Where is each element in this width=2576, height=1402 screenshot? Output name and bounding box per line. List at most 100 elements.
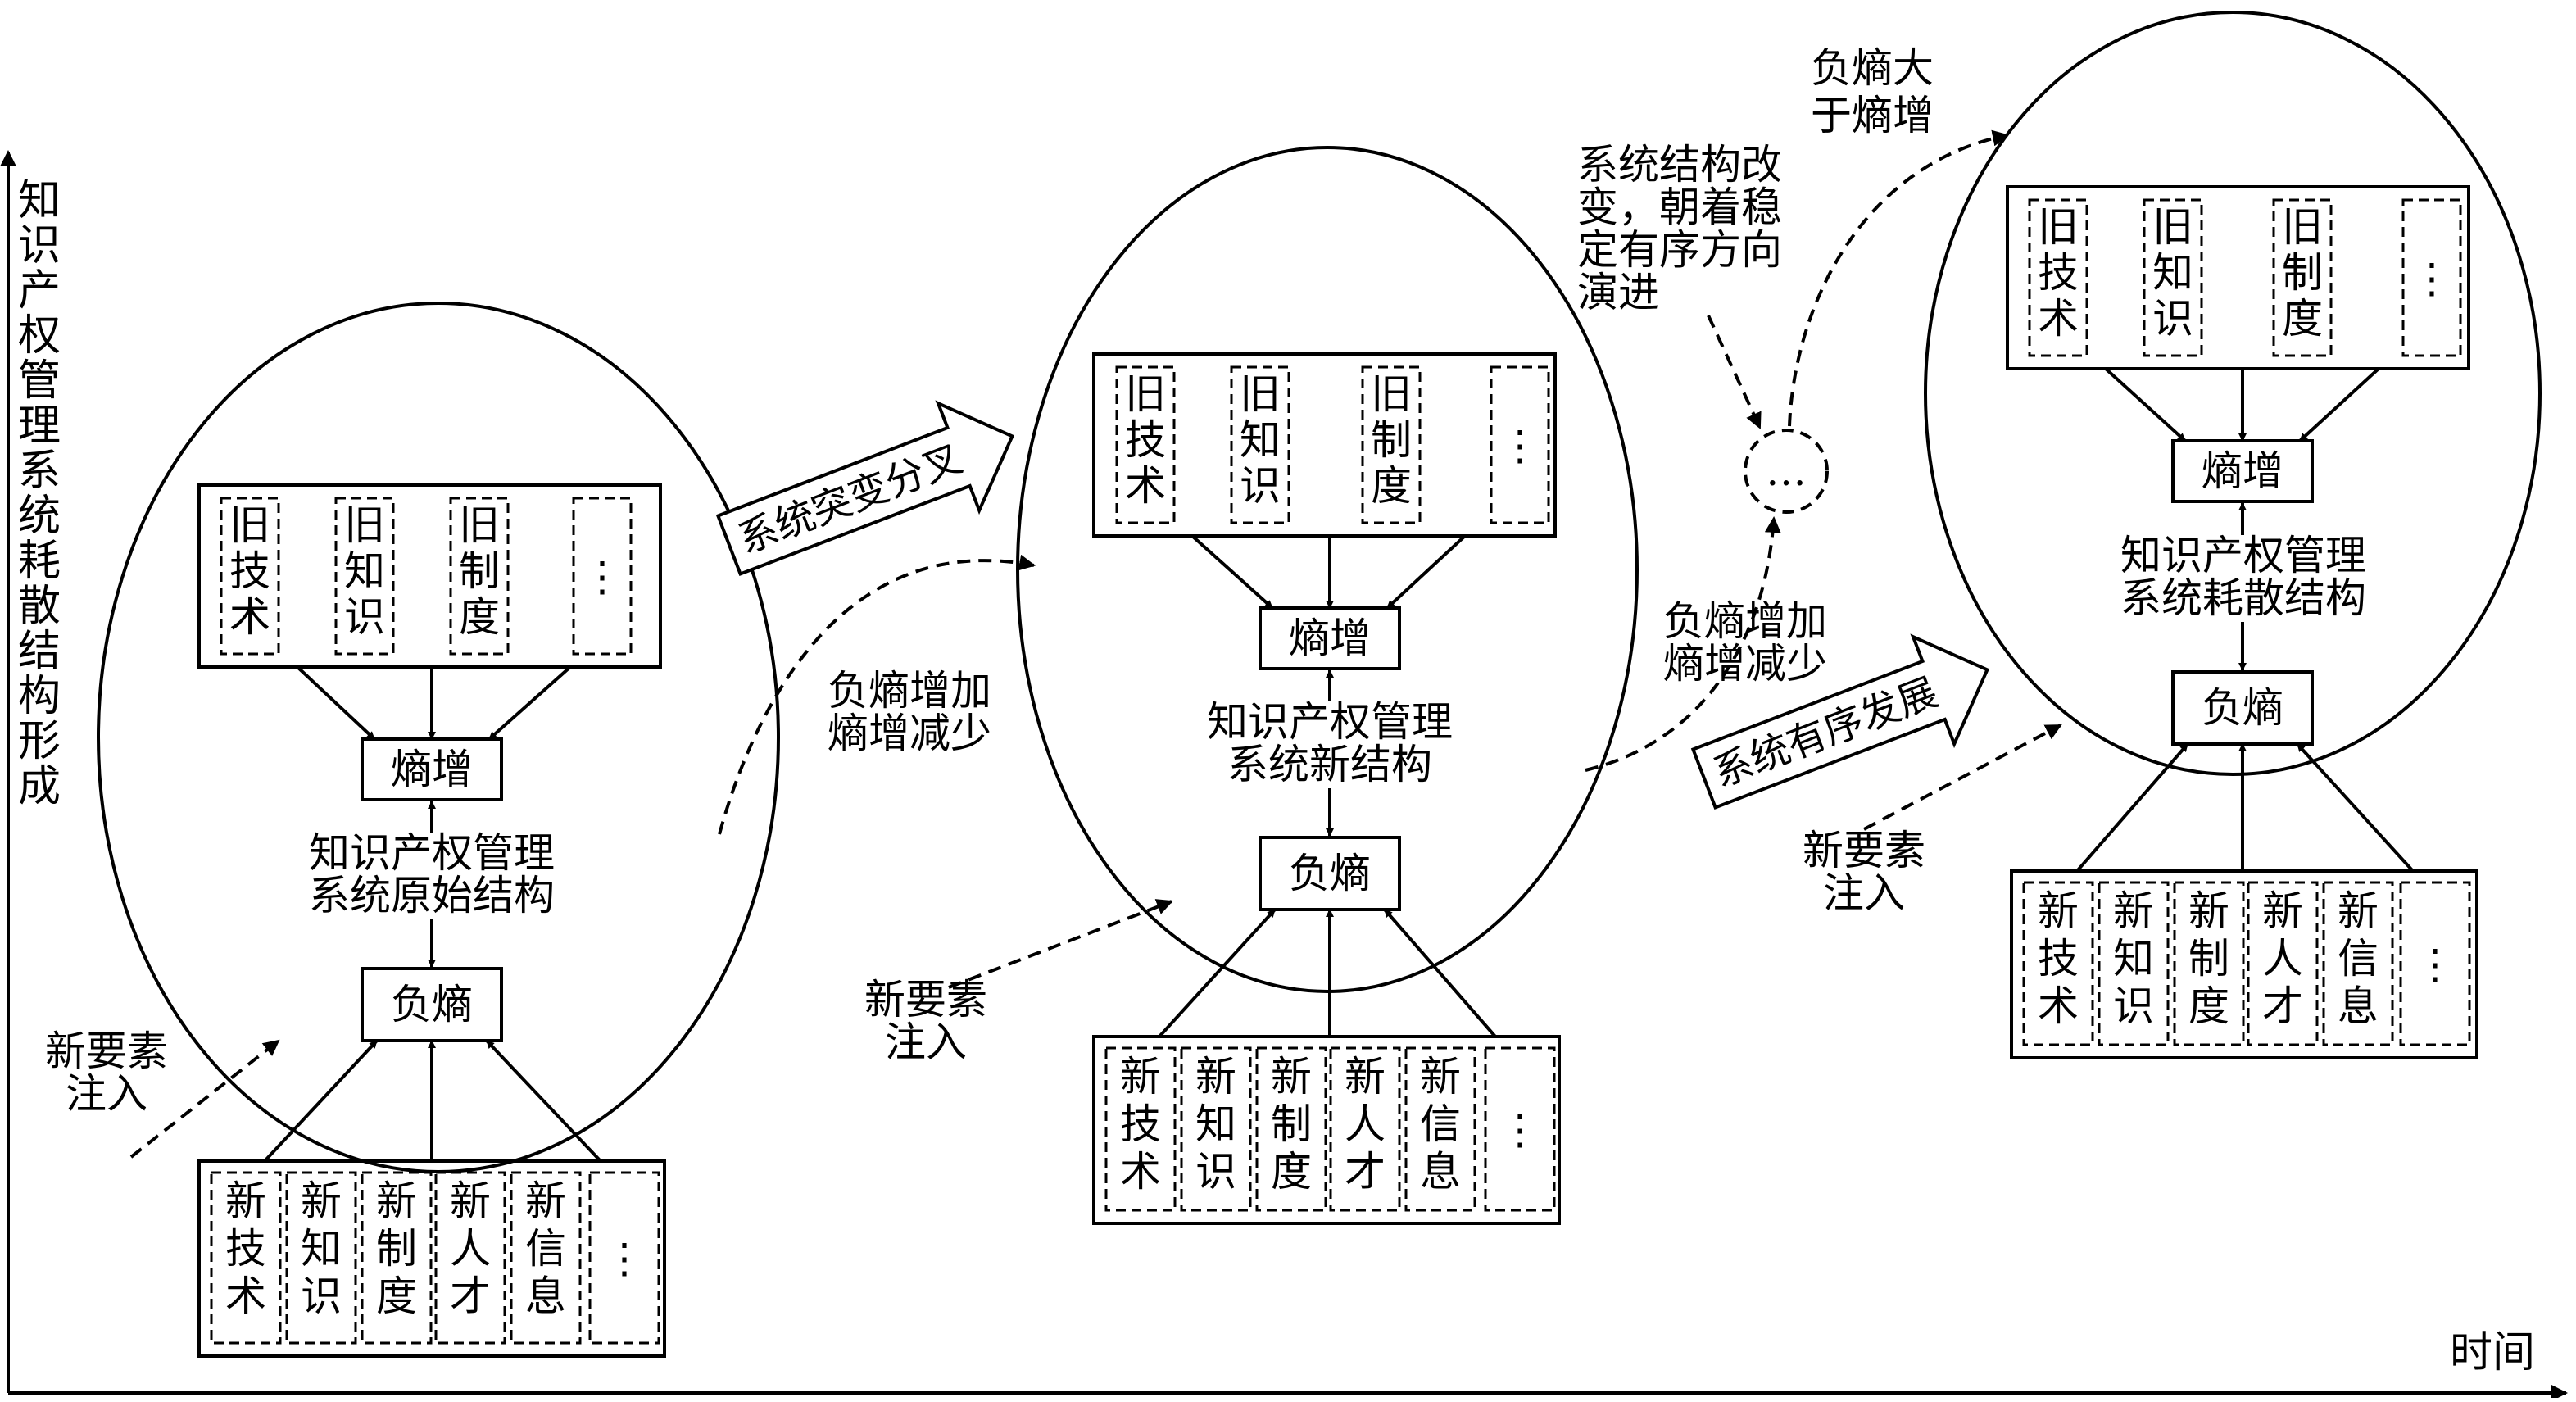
negative-entropy-box bbox=[2171, 670, 2314, 746]
new-item-box bbox=[434, 1171, 506, 1345]
y-axis-char: 识 bbox=[18, 221, 61, 270]
negative-entropy-box bbox=[1259, 836, 1401, 911]
structure-change-label-line: 变，朝着稳 bbox=[1577, 184, 1782, 231]
structure-name: 系统耗散结构 bbox=[2120, 574, 2366, 622]
structure-change-label-line: 演进 bbox=[1577, 269, 1659, 316]
y-axis-char: 产 bbox=[18, 266, 61, 315]
old-item-box bbox=[334, 497, 395, 656]
final-label-line: 于熵增 bbox=[1811, 92, 1934, 139]
structure-name: 知识产权管理 bbox=[2120, 532, 2366, 579]
old-item-box bbox=[1115, 365, 1176, 524]
new-item-box bbox=[1404, 1046, 1476, 1212]
new-item-char: 技 bbox=[1120, 1100, 1161, 1148]
old-item-char: 度 bbox=[2282, 295, 2323, 343]
entropy-increase-label: 熵增 bbox=[2202, 447, 2283, 495]
second-curve-label-line: 熵增减少 bbox=[1663, 640, 1827, 687]
old-item-char: 术 bbox=[229, 593, 270, 641]
new-item-char: 信 bbox=[2338, 935, 2379, 982]
old-item-char: 旧 bbox=[2152, 203, 2193, 251]
new-item-char: 才 bbox=[1345, 1148, 1386, 1196]
new-item-box bbox=[2399, 881, 2471, 1046]
old-item-char: 度 bbox=[459, 593, 500, 641]
arrow-old-to-entropy bbox=[1386, 534, 1467, 610]
old-item-box bbox=[2028, 198, 2088, 357]
entropy-increase-label: 熵增 bbox=[391, 746, 473, 793]
new-item-char: 知 bbox=[1195, 1100, 1236, 1148]
old-item-char: 旧 bbox=[1240, 370, 1281, 418]
old-item-text: ⋮ bbox=[1499, 422, 1540, 470]
structure-name: 知识产权管理 bbox=[309, 829, 555, 877]
new-item-char: 才 bbox=[450, 1273, 491, 1320]
new-item-box bbox=[2022, 881, 2094, 1046]
structure-name: 系统原始结构 bbox=[309, 872, 555, 919]
old-item-text: ⋮ bbox=[2411, 255, 2452, 302]
injection-label: 新要素 bbox=[1803, 827, 1925, 874]
new-item-char: 知 bbox=[301, 1225, 342, 1273]
old-item-char: 旧 bbox=[2038, 203, 2079, 251]
new-item-box bbox=[588, 1171, 660, 1345]
new-item-box bbox=[1484, 1046, 1556, 1212]
final-label-line: 负熵大 bbox=[1811, 44, 1934, 92]
y-axis-char: 结 bbox=[18, 627, 61, 676]
y-axis-char: 耗 bbox=[18, 537, 61, 586]
injection-label: 新要素 bbox=[45, 1028, 168, 1075]
new-item-char: 息 bbox=[525, 1273, 566, 1320]
old-item-char: 旧 bbox=[1125, 370, 1166, 418]
new-item-box bbox=[1255, 1046, 1327, 1212]
arrow-new-to-negentropy bbox=[263, 1039, 379, 1163]
injection-label: 新要素 bbox=[864, 976, 987, 1023]
injection-label: 注入 bbox=[66, 1070, 147, 1118]
new-item-box bbox=[2098, 881, 2170, 1046]
injection-arrow bbox=[948, 899, 1173, 989]
arrow-old-to-entropy bbox=[296, 665, 376, 741]
injection-arrow bbox=[1863, 724, 2062, 831]
new-item-box bbox=[2322, 881, 2394, 1046]
old-item-box bbox=[220, 497, 280, 656]
first-curve-label-line: 熵增减少 bbox=[828, 710, 991, 757]
arrow-new-to-negentropy bbox=[1383, 908, 1497, 1038]
old-item-box bbox=[1490, 365, 1550, 524]
old-item-text: ⋮ bbox=[582, 553, 623, 601]
structure-name: 知识产权管理 bbox=[1207, 698, 1453, 746]
new-item-char: 新 bbox=[1345, 1053, 1386, 1100]
new-item-char: 制 bbox=[1271, 1100, 1312, 1148]
arrow-old-to-entropy bbox=[488, 665, 572, 741]
new-item-box bbox=[285, 1171, 357, 1345]
new-item-char: 信 bbox=[1420, 1100, 1461, 1148]
injection-arrow bbox=[129, 1039, 280, 1159]
new-item-char: 息 bbox=[2338, 982, 2379, 1030]
injection-label: 注入 bbox=[885, 1019, 967, 1066]
negative-entropy-label: 负熵 bbox=[2202, 684, 2283, 732]
old-item-box bbox=[2143, 198, 2203, 357]
first-curve-label-line: 负熵增加 bbox=[828, 667, 991, 715]
old-item-char: 术 bbox=[2038, 295, 2079, 343]
old-item-char: 技 bbox=[1125, 416, 1166, 464]
new-item-char: 人 bbox=[1345, 1100, 1386, 1148]
new-item-box bbox=[361, 1171, 433, 1345]
new-item-char: 技 bbox=[2038, 935, 2079, 982]
new-item-text: ⋮ bbox=[604, 1235, 645, 1282]
stage-3-ellipse bbox=[1924, 11, 2542, 776]
new-item-char: 识 bbox=[1195, 1148, 1236, 1196]
negative-entropy-label: 负熵 bbox=[391, 981, 473, 1028]
old-item-box bbox=[1361, 365, 1422, 524]
old-item-char: 旧 bbox=[229, 501, 270, 549]
structure-change-label-line: 定有序方向 bbox=[1577, 226, 1782, 274]
new-item-text: ⋮ bbox=[1499, 1106, 1540, 1154]
old-item-char: 旧 bbox=[459, 501, 500, 549]
arrow-old-to-entropy bbox=[1190, 534, 1274, 610]
old-item-char: 技 bbox=[2038, 249, 2079, 297]
new-item-char: 人 bbox=[2262, 935, 2303, 982]
new-item-char: 识 bbox=[301, 1273, 342, 1320]
old-item-char: 旧 bbox=[2282, 203, 2323, 251]
arrow-old-to-entropy bbox=[2104, 367, 2187, 442]
entropy-increase-box bbox=[361, 737, 503, 801]
negative-entropy-label: 负熵 bbox=[1289, 850, 1371, 897]
new-item-char: 术 bbox=[1120, 1148, 1161, 1196]
new-item-char: 新 bbox=[301, 1177, 342, 1225]
new-item-box bbox=[210, 1171, 282, 1345]
